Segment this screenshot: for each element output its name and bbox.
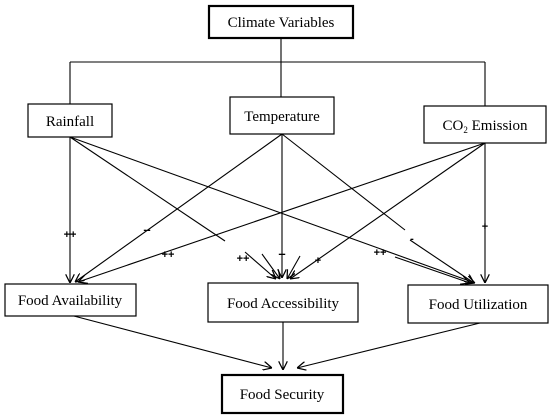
- svg-text:Climate Variables: Climate Variables: [228, 15, 335, 31]
- sign-co2-availability: ++: [162, 249, 175, 261]
- sign-temperature-availability: --: [143, 224, 151, 236]
- svg-text:CO2 Emission: CO2 Emission: [443, 118, 528, 135]
- edge-temperature-availability: [75, 133, 283, 282]
- svg-text:Temperature: Temperature: [244, 109, 320, 125]
- node-co2-emission: CO2 Emission: [423, 105, 547, 144]
- causal-edges: [69, 133, 486, 283]
- sign-temperature-utilization: -: [410, 233, 414, 245]
- climate-connector: [69, 38, 486, 106]
- sign-co2-utilization: +: [482, 221, 488, 233]
- node-climate-variables: Climate Variables: [207, 4, 355, 40]
- sign-temperature-accessibility: --: [278, 248, 286, 260]
- edge-co2-accessibility: [290, 142, 486, 279]
- edge-temperature-utilization: [281, 133, 406, 231]
- node-food-utilization: Food Utilization: [407, 284, 549, 324]
- svg-text:Food Security: Food Security: [240, 387, 325, 403]
- node-temperature: Temperature: [229, 96, 335, 135]
- edge-rainfall-utilization: [69, 136, 475, 283]
- edge-utilization-security: [297, 322, 481, 368]
- edge-availability-security: [69, 314, 272, 368]
- node-food-security: Food Security: [220, 373, 345, 415]
- svg-text:Food Availability: Food Availability: [18, 293, 123, 309]
- svg-text:Rainfall: Rainfall: [46, 114, 94, 130]
- sign-rainfall-utilization: ++: [374, 247, 387, 259]
- sign-co2-accessibility: +: [315, 255, 321, 267]
- edge-signs: ++ -- ++ ++ -- + ++ - +: [64, 221, 489, 267]
- security-edges: [69, 314, 481, 370]
- node-food-availability: Food Availability: [4, 283, 137, 317]
- sign-rainfall-availability: ++: [64, 229, 77, 241]
- svg-text:Food Accessibility: Food Accessibility: [227, 296, 340, 312]
- node-rainfall: Rainfall: [27, 103, 113, 138]
- edge-co2-availability: [78, 142, 486, 282]
- svg-text:Food Utilization: Food Utilization: [429, 297, 528, 313]
- edge-rainfall-accessibility: [69, 136, 226, 242]
- node-food-accessibility: Food Accessibility: [207, 282, 359, 323]
- sign-rainfall-accessibility: ++: [237, 253, 250, 265]
